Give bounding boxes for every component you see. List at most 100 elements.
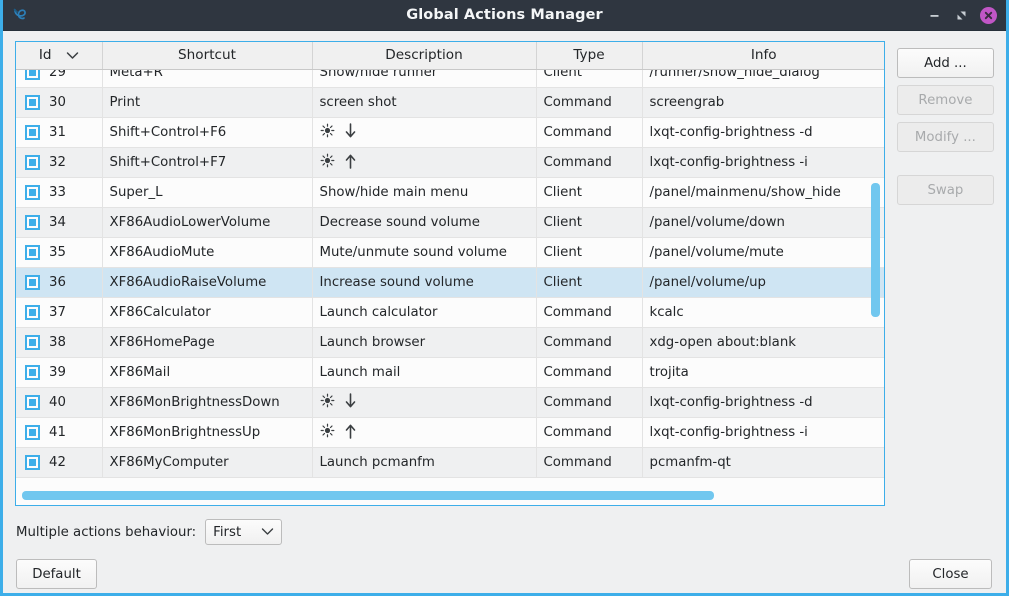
- chevron-down-icon: [66, 51, 79, 60]
- brightness-icon: [320, 123, 335, 142]
- actions-grid: Id Shortcut Description Type Info: [16, 42, 884, 70]
- close-button[interactable]: Close: [909, 559, 992, 589]
- maximize-icon[interactable]: [953, 7, 970, 24]
- behaviour-select[interactable]: First: [205, 519, 283, 545]
- brightness-up-icon: [345, 153, 356, 173]
- brightness-down-icon: [345, 392, 356, 413]
- cell-type: Command: [536, 297, 643, 328]
- enabled-checkbox[interactable]: [25, 395, 40, 410]
- cell-id: 42: [16, 447, 103, 478]
- cell-type: Client: [536, 207, 643, 238]
- button-separator: [897, 159, 994, 168]
- cell-info: /panel/mainmenu/show_hide: [642, 177, 884, 208]
- swap-button[interactable]: Swap: [896, 175, 994, 205]
- enabled-checkbox[interactable]: [25, 69, 40, 80]
- enabled-checkbox[interactable]: [25, 185, 40, 200]
- enabled-checkbox[interactable]: [25, 455, 40, 470]
- enabled-checkbox[interactable]: [25, 125, 40, 140]
- minimize-icon[interactable]: [926, 7, 943, 24]
- column-header-shortcut[interactable]: Shortcut: [102, 42, 313, 70]
- vertical-scrollbar[interactable]: [870, 70, 881, 497]
- modify-button[interactable]: Modify ...: [896, 122, 994, 152]
- cell-info: lxqt-config-brightness -d: [642, 387, 884, 418]
- brightness-icon: [320, 393, 335, 412]
- cell-shortcut: XF86MonBrightnessUp: [102, 417, 313, 448]
- column-label-type: Type: [573, 47, 605, 64]
- enabled-checkbox[interactable]: [25, 275, 40, 290]
- cell-shortcut: XF86MyComputer: [102, 447, 313, 478]
- cell-type: Command: [536, 147, 643, 178]
- cell-description: screen shot: [312, 87, 537, 118]
- column-header-info[interactable]: Info: [642, 42, 884, 70]
- default-button[interactable]: Default: [16, 559, 97, 589]
- window-controls: [926, 6, 1006, 24]
- column-header-description[interactable]: Description: [312, 42, 537, 70]
- cell-type: Command: [536, 117, 643, 148]
- cell-description: Increase sound volume: [312, 267, 537, 298]
- side-button-column: Add ... Remove Modify ... Swap: [896, 41, 994, 205]
- cell-type: Command: [536, 87, 643, 118]
- cell-description: [312, 417, 537, 448]
- row-id: 29: [49, 69, 66, 80]
- cell-shortcut: Super_L: [102, 177, 313, 208]
- cell-type: Command: [536, 327, 643, 358]
- horizontal-scrollbar[interactable]: [17, 488, 883, 502]
- enabled-checkbox[interactable]: [25, 245, 40, 260]
- enabled-checkbox[interactable]: [25, 365, 40, 380]
- column-header-type[interactable]: Type: [536, 42, 643, 70]
- brightness-up-icon: [345, 423, 356, 443]
- row-id: 33: [49, 185, 66, 200]
- remove-button[interactable]: Remove: [896, 85, 994, 115]
- cell-id: 32: [16, 147, 103, 178]
- horizontal-scrollbar-thumb[interactable]: [22, 491, 714, 500]
- cell-info: /runner/show_hide_dialog: [642, 69, 884, 88]
- cell-shortcut: Shift+Control+F7: [102, 147, 313, 178]
- cell-id: 37: [16, 297, 103, 328]
- cell-description: Launch browser: [312, 327, 537, 358]
- vertical-scrollbar-thumb[interactable]: [870, 183, 880, 317]
- cell-id: 35: [16, 237, 103, 268]
- enabled-checkbox[interactable]: [25, 215, 40, 230]
- enabled-checkbox[interactable]: [25, 335, 40, 350]
- cell-description: [312, 147, 537, 178]
- cell-description: Show/hide runner: [312, 69, 537, 88]
- actions-table[interactable]: Id Shortcut Description Type Info: [15, 41, 885, 506]
- enabled-checkbox[interactable]: [25, 425, 40, 440]
- cell-id: 39: [16, 357, 103, 388]
- chevron-down-icon: [261, 525, 274, 540]
- row-id: 34: [49, 215, 66, 230]
- close-icon[interactable]: [980, 6, 997, 24]
- cell-info: trojita: [642, 357, 884, 388]
- enabled-checkbox[interactable]: [25, 305, 40, 320]
- cell-description: Launch pcmanfm: [312, 447, 537, 478]
- cell-description: Decrease sound volume: [312, 207, 537, 238]
- behaviour-value: First: [213, 524, 242, 540]
- cell-type: Command: [536, 357, 643, 388]
- add-button[interactable]: Add ...: [896, 48, 994, 78]
- cell-type: Client: [536, 69, 643, 88]
- cell-shortcut: XF86AudioMute: [102, 237, 313, 268]
- enabled-checkbox[interactable]: [25, 95, 40, 110]
- cell-description: Show/hide main menu: [312, 177, 537, 208]
- cell-info: /panel/volume/down: [642, 207, 884, 238]
- column-header-id[interactable]: Id: [16, 42, 103, 70]
- table-header: Id Shortcut Description Type Info: [16, 42, 884, 70]
- enabled-checkbox[interactable]: [25, 155, 40, 170]
- cell-type: Command: [536, 447, 643, 478]
- cell-info: kcalc: [642, 297, 884, 328]
- row-id: 40: [49, 395, 66, 410]
